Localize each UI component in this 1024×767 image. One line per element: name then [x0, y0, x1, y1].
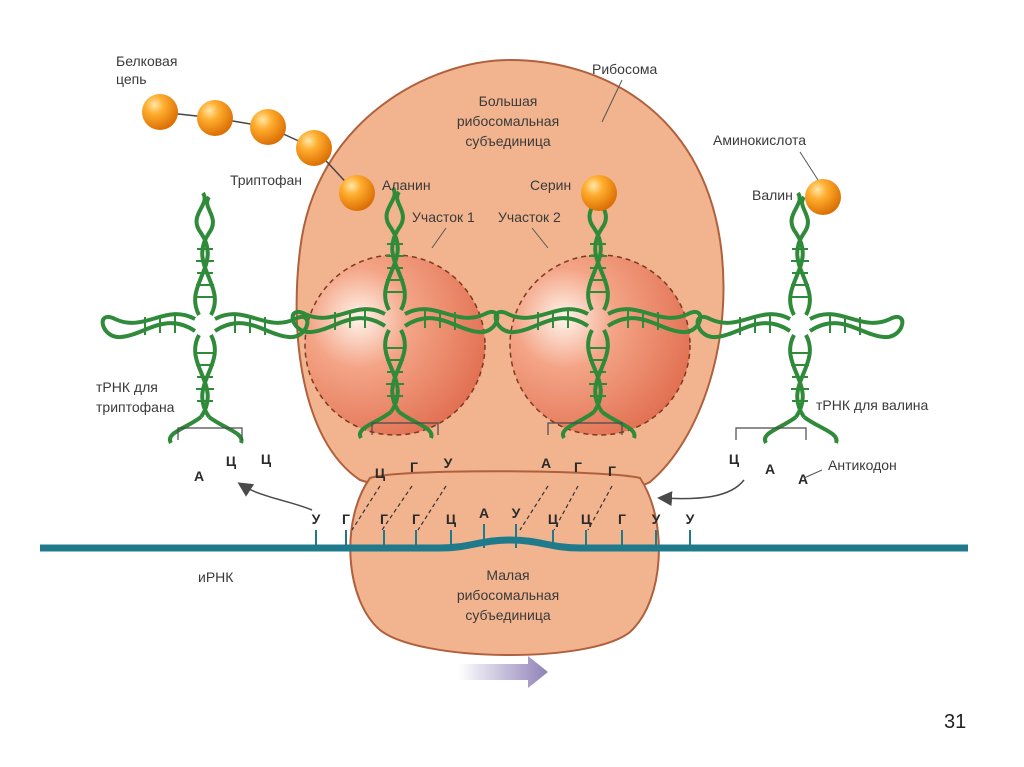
protein-chain-label-line2: цепь [116, 71, 147, 87]
trna-trp-label-line1: тРНК для [96, 379, 158, 395]
base-letter: Ц [581, 511, 592, 527]
anticodon-valine: Ц А А [729, 451, 808, 487]
trna-trp-label-line2: триптофана [96, 399, 175, 415]
tryptophan-ball [296, 130, 332, 166]
alanine-ball [339, 175, 375, 211]
page-number: 31 [944, 711, 966, 733]
base-letter: У [686, 511, 695, 527]
base-letter: Ц [375, 465, 386, 481]
base-letter: А [765, 461, 775, 477]
base-letter: Ц [548, 511, 559, 527]
base-letter: Г [608, 463, 616, 479]
trna-tryptophan [100, 191, 310, 445]
base-letter: У [312, 511, 321, 527]
small-subunit-label-line2: рибосомальная [457, 587, 559, 603]
base-letter: Ц [226, 453, 237, 469]
base-letter: Г [410, 459, 418, 475]
protein-chain [142, 94, 375, 211]
serine-ball [581, 175, 617, 211]
exit-trna-arrow [657, 479, 745, 507]
ribosome [295, 58, 725, 657]
small-ribosomal-subunit [349, 470, 660, 657]
base-letter: У [512, 505, 521, 521]
large-subunit-label-line3: субъединица [465, 133, 550, 149]
valine-ball [805, 179, 841, 215]
base-letter: Ц [446, 511, 457, 527]
protein-chain-label-line1: Белковая [116, 53, 177, 69]
pairing-lines [351, 485, 613, 531]
ribosome-label: Рибосома [592, 61, 658, 77]
base-letter: Г [380, 511, 388, 527]
base-letter: А [479, 505, 489, 521]
anticodon-tryptophan: А Ц Ц [194, 451, 272, 484]
trna-alanine [290, 186, 500, 440]
base-letter: У [444, 455, 453, 471]
tryptophan-label: Триптофан [230, 172, 302, 188]
base-letter: Г [618, 511, 626, 527]
large-subunit-label-line2: рибосомальная [457, 113, 559, 129]
site-2-label: Участок 2 [498, 209, 561, 225]
amino-acid-label: Аминокислота [713, 132, 806, 148]
base-letter: У [652, 511, 661, 527]
large-subunit-label-line1: Большая [479, 93, 538, 109]
base-letter: Г [412, 511, 420, 527]
mrna-label: иРНК [198, 569, 234, 585]
valine-label: Валин [752, 187, 793, 203]
alanine-label: Аланин [382, 177, 431, 193]
site-1-label: Участок 1 [412, 209, 475, 225]
anticodon-label: Антикодон [828, 457, 897, 473]
small-subunit-label-line3: субъединица [465, 607, 550, 623]
leader-lines [431, 79, 823, 479]
base-letter: А [798, 471, 808, 487]
base-letter: Г [574, 459, 582, 475]
amino-acid-ball [250, 109, 286, 145]
incoming-trna-arrow [237, 482, 313, 511]
trna-valine [695, 191, 905, 445]
base-letter: Ц [729, 451, 740, 467]
serine-label: Серин [530, 177, 571, 193]
small-subunit-label-line1: Малая [486, 567, 529, 583]
base-letter: А [541, 455, 551, 471]
amino-acid-ball [142, 94, 178, 130]
base-letter: А [194, 468, 204, 484]
trna-serine [493, 186, 703, 440]
codon-ticks [315, 524, 691, 548]
trna-val-label: тРНК для валина [816, 397, 929, 413]
base-letter: Ц [261, 451, 272, 467]
ribosome-direction-arrow [458, 656, 548, 688]
base-letter: Г [342, 511, 350, 527]
amino-acid-ball [197, 100, 233, 136]
